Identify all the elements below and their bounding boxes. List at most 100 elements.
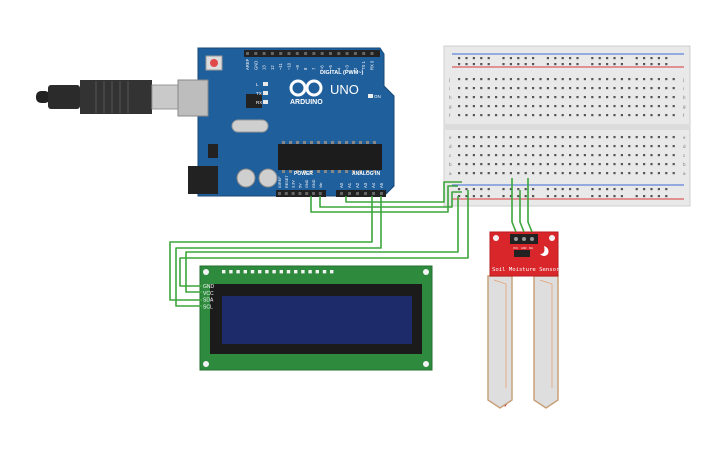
breadboard-hole [576,96,579,99]
chip-leg [317,170,320,173]
breadboard-hole [569,87,572,90]
breadboard-hole [532,87,535,90]
breadboard-hole [628,154,631,157]
chip-leg [373,170,376,173]
sparkfun-flame-icon [540,246,549,256]
analog-pin-label: A3 [363,182,368,188]
lcd-header-hole [294,270,298,274]
header-hole [370,52,374,55]
breadboard-hole [458,172,461,175]
lcd-header-hole [286,270,291,274]
breadboard-hole [465,195,468,198]
breadboard-hole [465,63,468,66]
digital-pin-label: AREF [245,58,250,70]
status-led [263,82,268,86]
breadboard-hole [458,145,461,148]
breadboard-hole [657,172,660,175]
power-pin-label: Vin [319,183,323,188]
breadboard-hole [569,145,572,148]
breadboard-hole [517,114,520,117]
breadboard-hole [606,163,609,166]
on-led [368,94,373,98]
chip-leg [338,141,341,144]
lcd-pin-label: SCL [203,304,213,310]
lcd-pin-label: SDA [203,298,214,304]
breadboard-hole [569,195,572,198]
digital-pin-label: 13 [262,65,267,70]
probe-trace [539,279,553,388]
breadboard-hole [502,114,505,117]
breadboard-hole [524,195,527,198]
chip-leg [345,170,348,173]
breadboard-hole [532,188,535,191]
breadboard-hole [665,114,668,117]
breadboard-hole [539,105,542,108]
analog-pin-label: A2 [355,182,360,188]
wire-breadboard-to-sensor-vcc [511,178,517,233]
breadboard-hole [546,145,549,148]
header-hole [362,52,366,55]
breadboard-hole [643,96,646,99]
breadboard-hole [598,63,601,66]
breadboard-hole [576,195,579,198]
breadboard-hole [672,87,675,90]
breadboard-hole [509,96,512,99]
breadboard-hole [524,163,527,166]
breadboard-hole [583,154,586,157]
digital-pin-label: RX 0 [370,60,375,70]
header-hole [372,192,375,195]
breadboard-hole [650,195,653,198]
chip-leg [331,141,334,144]
status-led [263,91,268,95]
breadboard-hole [635,188,638,191]
power-pin-label: 5V [298,183,302,188]
breadboard-hole [561,87,564,90]
arduino-logo-text: ARDUINO [290,99,323,106]
breadboard-hole [576,63,579,66]
breadboard-hole [583,163,586,166]
chip-leg [359,141,362,144]
breadboard-hole [509,78,512,81]
breadboard-hole [487,87,490,90]
breadboard-hole [554,136,557,139]
breadboard-hole [613,154,616,157]
breadboard-hole [495,114,498,117]
breadboard-hole [546,188,549,191]
breadboard-hole [554,172,557,175]
breadboard-hole [561,195,564,198]
wire-5v-to-breadboard [310,185,458,213]
breadboard-hole [465,145,468,148]
breadboard-row-letter: g [683,104,686,109]
breadboard-hole [672,154,675,157]
breadboard-hole [487,172,490,175]
breadboard-hole [517,63,520,66]
breadboard-hole [598,105,601,108]
breadboard-hole [524,154,527,157]
breadboard-hole [657,195,660,198]
breadboard-hole [524,96,527,99]
breadboard-hole [657,87,660,90]
breadboard-hole [620,96,623,99]
breadboard-hole [591,96,594,99]
digital-pin-label: ~3 [345,65,350,70]
breadboard-hole [643,105,646,108]
breadboard-hole [465,188,468,191]
breadboard-hole [583,87,586,90]
breadboard-hole [546,136,549,139]
header-hole [254,52,258,55]
digital-pin-label: 7 [311,67,316,70]
breadboard-hole [657,105,660,108]
breadboard-hole [472,57,475,60]
breadboard-hole [509,195,512,198]
breadboard-hole [583,96,586,99]
lcd-header-hole [315,270,319,274]
chip-leg [310,141,313,144]
breadboard-hole [635,96,638,99]
arduino-infinity-logo [289,79,323,97]
breadboard-hole [517,105,520,108]
header-hole [304,52,308,55]
breadboard-hole [546,163,549,166]
power-pin-label: RESET [285,175,289,188]
breadboard-hole [591,172,594,175]
